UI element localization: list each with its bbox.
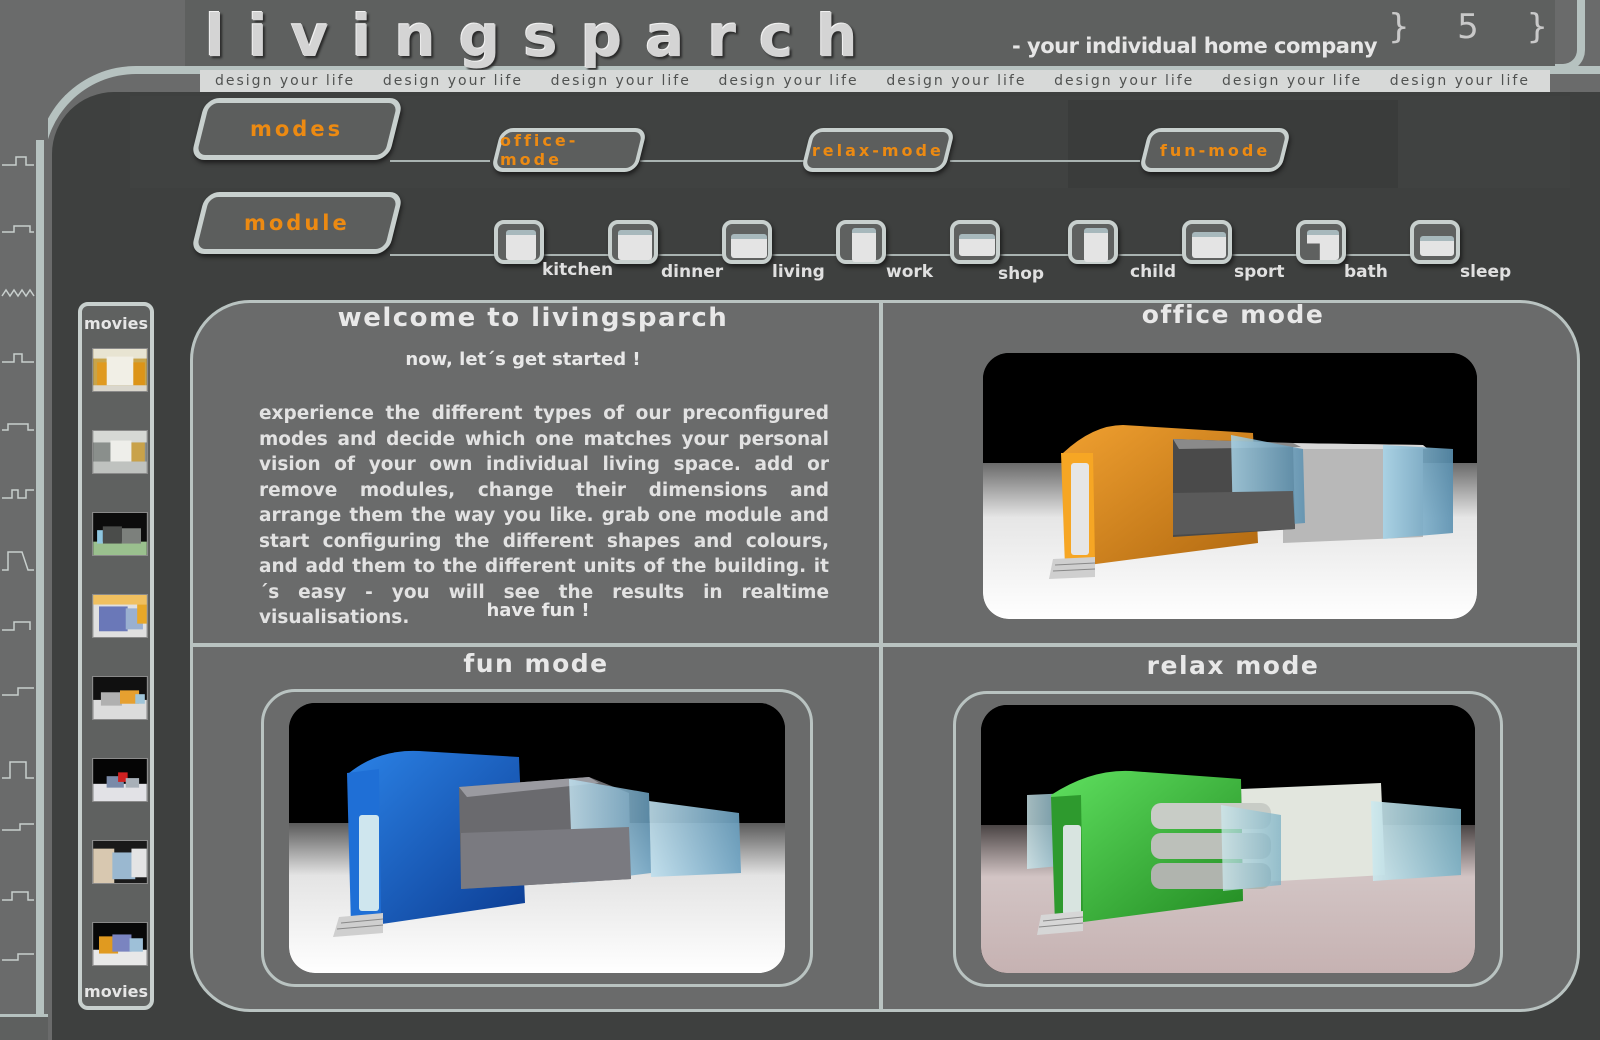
connector xyxy=(640,160,805,162)
dinner-module-icon[interactable] xyxy=(608,220,658,264)
child-module-icon[interactable] xyxy=(1068,220,1118,264)
movies-label-top: movies xyxy=(84,314,148,333)
vertical-divider xyxy=(879,303,883,1009)
slogan: design your life xyxy=(1221,73,1363,89)
fun-render-image xyxy=(289,703,785,973)
slogan-strip: design your life design your life design… xyxy=(200,70,1550,92)
office-mode-label: office-mode xyxy=(500,131,579,169)
module-label-bath[interactable]: bath xyxy=(1344,262,1388,282)
relax-mode-label: relax-mode xyxy=(812,140,944,160)
kitchen-module-icon[interactable] xyxy=(494,220,544,264)
connector xyxy=(950,160,1140,162)
fun-mode-title: fun mode xyxy=(463,649,609,678)
relax-mode-title: relax mode xyxy=(1146,651,1320,680)
movie-thumb-4[interactable] xyxy=(92,594,148,638)
slogan: design your life xyxy=(382,73,523,89)
movie-thumb-5[interactable] xyxy=(92,676,148,720)
module-label-sport[interactable]: sport xyxy=(1234,262,1285,282)
living-module-icon[interactable] xyxy=(722,220,772,264)
header-icons: } 5 } xyxy=(1388,10,1548,50)
sport-module-icon[interactable] xyxy=(1182,220,1232,264)
slogan: design your life xyxy=(1389,73,1530,89)
left-strip-pattern-icon xyxy=(1,156,35,961)
bath-module-icon[interactable] xyxy=(1296,220,1346,264)
main-panel: welcome to livingsparch now, let´s get s… xyxy=(190,300,1580,1012)
movie-thumb-8[interactable] xyxy=(92,922,148,966)
module-button[interactable]: module xyxy=(190,192,404,254)
movie-thumb-6[interactable] xyxy=(92,758,148,802)
slogan: design your life xyxy=(718,73,859,89)
relax-mode-frame xyxy=(953,691,1503,987)
office-render-image xyxy=(983,353,1477,619)
movie-thumb-7[interactable] xyxy=(92,840,148,884)
module-label-dinner[interactable]: dinner xyxy=(661,262,724,282)
work-module-icon[interactable] xyxy=(836,220,886,264)
sleep-module-icon[interactable] xyxy=(1410,220,1460,264)
relax-mode-render[interactable] xyxy=(981,705,1475,973)
frame-corner xyxy=(1555,0,1585,72)
welcome-subtitle: now, let´s get started ! xyxy=(405,349,641,370)
shop-module-icon[interactable] xyxy=(950,220,1000,264)
movie-thumb-1[interactable] xyxy=(92,348,148,392)
modes-label: modes xyxy=(250,117,344,141)
movie-thumb-2[interactable] xyxy=(92,430,148,474)
fun-mode-render[interactable] xyxy=(289,703,785,973)
slogan: design your life xyxy=(215,73,356,89)
module-label-sleep[interactable]: sleep xyxy=(1460,262,1512,282)
left-bottom-cap xyxy=(0,1014,48,1040)
welcome-closing: have fun ! xyxy=(486,600,590,621)
module-label: module xyxy=(244,211,350,235)
relax-render-image xyxy=(981,705,1475,973)
horizontal-divider xyxy=(193,643,1577,647)
logo-band xyxy=(185,0,1555,66)
modes-button[interactable]: modes xyxy=(190,98,404,160)
relax-mode-button[interactable]: relax-mode xyxy=(800,128,956,172)
connector xyxy=(390,160,490,162)
module-label-work[interactable]: work xyxy=(886,262,934,282)
movies-sidebar: movies movies xyxy=(78,302,154,1010)
slogan: design your life xyxy=(886,73,1027,89)
movie-thumb-3[interactable] xyxy=(92,512,148,556)
module-connector xyxy=(390,254,1460,256)
five-icon[interactable]: 5 xyxy=(1457,7,1479,47)
module-label-shop[interactable]: shop xyxy=(998,264,1045,284)
module-label-kitchen[interactable]: kitchen xyxy=(542,260,614,280)
left-frame-rail xyxy=(36,140,44,1020)
module-label-child[interactable]: child xyxy=(1130,262,1177,282)
fun-mode-label: fun-mode xyxy=(1159,140,1271,160)
fun-mode-button[interactable]: fun-mode xyxy=(1138,128,1292,172)
fun-mode-frame xyxy=(261,689,813,987)
office-mode-render[interactable] xyxy=(983,353,1477,619)
module-label-living[interactable]: living xyxy=(772,262,825,282)
welcome-title: welcome to livingsparch xyxy=(337,303,729,333)
brace-icon[interactable]: } xyxy=(1388,7,1410,47)
brace-icon[interactable]: } xyxy=(1526,7,1548,47)
slogan: design your life xyxy=(550,73,691,89)
logo[interactable]: livingsparch xyxy=(205,2,881,70)
office-mode-title: office mode xyxy=(1141,300,1325,329)
movies-label-bottom: movies xyxy=(84,982,148,1001)
slogan: design your life xyxy=(1054,73,1195,89)
welcome-body: experience the different types of our pr… xyxy=(259,403,829,628)
office-mode-button[interactable]: office-mode xyxy=(490,128,648,172)
tagline: - your individual home company xyxy=(1012,34,1378,58)
